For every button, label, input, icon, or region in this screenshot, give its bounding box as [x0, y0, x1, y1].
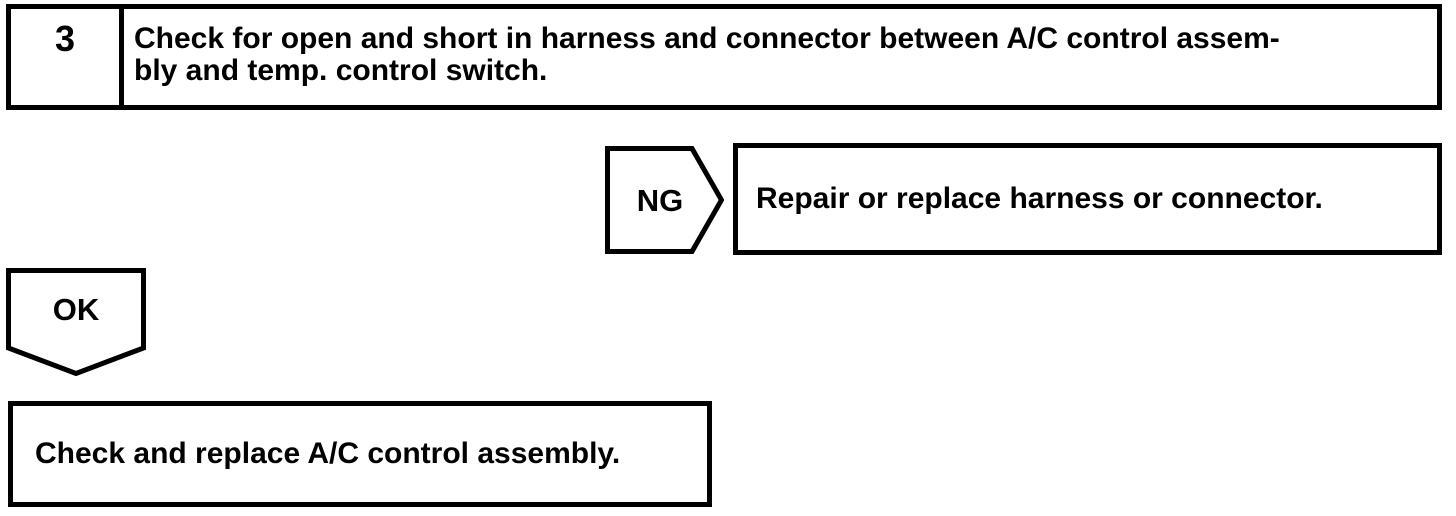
ng-pentagon-right-icon	[605, 146, 724, 254]
step-instruction-line-1: Check for open and short in harness and …	[134, 22, 1280, 55]
step-number: 3	[11, 9, 124, 105]
ng-connector: NG	[605, 146, 724, 254]
ok-label: OK	[52, 291, 100, 327]
step-instruction-line-2: bly and temp. control switch.	[134, 54, 548, 87]
step-box: 3 Check for open and short in harness an…	[6, 4, 1442, 110]
ok-pentagon-down-icon	[6, 268, 146, 376]
ok-action-text: Check and replace A/C control assembly.	[35, 437, 621, 470]
ng-action-text: Repair or replace harness or connector.	[756, 182, 1323, 215]
step-instruction: Check for open and short in harness and …	[124, 9, 1437, 105]
ng-label: NG	[636, 182, 684, 218]
ok-action-box: Check and replace A/C control assembly.	[8, 401, 712, 507]
ok-connector: OK	[6, 268, 146, 376]
ng-action-box: Repair or replace harness or connector.	[733, 143, 1442, 255]
